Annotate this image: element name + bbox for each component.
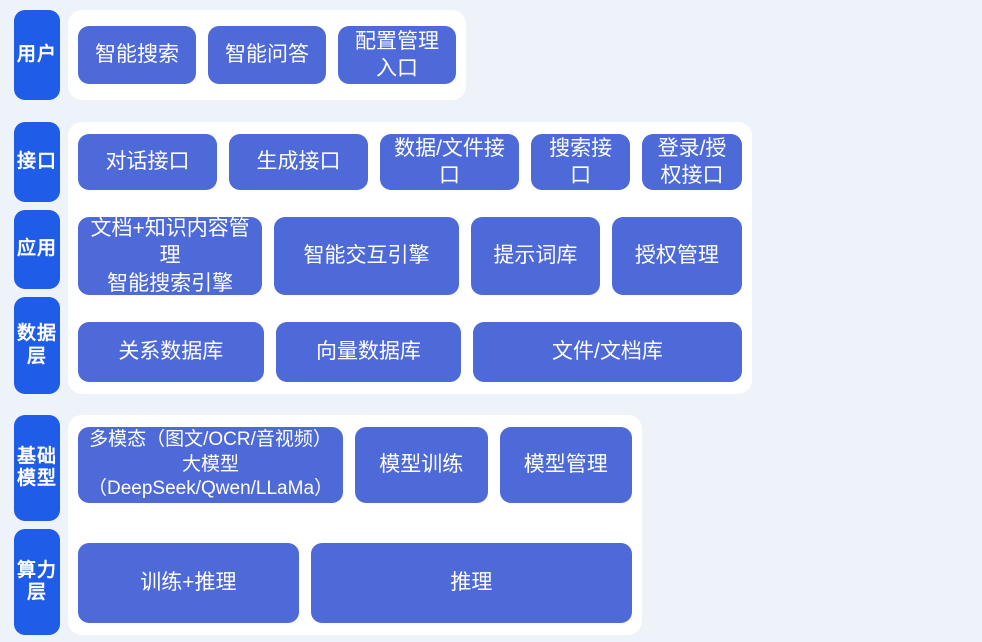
section-user: 用户 智能搜索 智能问答 配置管理入口 <box>0 10 476 100</box>
layer-label-application: 应用 <box>14 209 60 290</box>
node-smart-qa[interactable]: 智能问答 <box>208 26 326 84</box>
section-model-compute: 基础模型 算力层 多模态（图文/OCR/音视频） 大模型（DeepSeek/Qw… <box>0 415 652 635</box>
layer-label-user: 用户 <box>14 10 60 100</box>
node-authorization-management[interactable]: 授权管理 <box>612 217 742 295</box>
section-api-app-data: 接口 应用 数据层 对话接口 生成接口 数据/文件接口 搜索接口 登录/授权接口… <box>0 122 762 394</box>
layer-label-interface: 接口 <box>14 122 60 202</box>
node-vector-database[interactable]: 向量数据库 <box>275 322 462 382</box>
node-doc-knowledge-management[interactable]: 文档+知识内容管理 智能搜索引擎 <box>78 217 263 295</box>
row-data: 关系数据库 向量数据库 文件/文档库 <box>78 322 742 382</box>
row-interface: 对话接口 生成接口 数据/文件接口 搜索接口 登录/授权接口 <box>78 134 742 190</box>
node-login-auth-interface[interactable]: 登录/授权接口 <box>642 134 742 190</box>
node-data-file-interface[interactable]: 数据/文件接口 <box>380 134 519 190</box>
row-compute: 训练+推理 推理 <box>78 543 633 623</box>
node-multimodal-large-model[interactable]: 多模态（图文/OCR/音视频） 大模型（DeepSeek/Qwen/LLaMa） <box>78 427 343 503</box>
card-user: 智能搜索 智能问答 配置管理入口 <box>68 10 466 100</box>
rail-api-app-data: 接口 应用 数据层 <box>0 122 68 394</box>
rail-model-compute: 基础模型 算力层 <box>0 415 68 635</box>
node-model-training[interactable]: 模型训练 <box>355 427 488 503</box>
node-generation-interface[interactable]: 生成接口 <box>229 134 368 190</box>
card-api-app-data: 对话接口 生成接口 数据/文件接口 搜索接口 登录/授权接口 文档+知识内容管理… <box>68 122 752 394</box>
node-inference[interactable]: 推理 <box>310 543 633 623</box>
node-training-plus-inference[interactable]: 训练+推理 <box>78 543 299 623</box>
card-model-compute: 多模态（图文/OCR/音视频） 大模型（DeepSeek/Qwen/LLaMa）… <box>68 415 643 635</box>
node-dialog-interface[interactable]: 对话接口 <box>78 134 217 190</box>
node-smart-search[interactable]: 智能搜索 <box>78 26 196 84</box>
node-search-interface[interactable]: 搜索接口 <box>531 134 631 190</box>
node-config-management-entry[interactable]: 配置管理入口 <box>338 26 456 84</box>
node-smart-interaction-engine[interactable]: 智能交互引擎 <box>274 217 459 295</box>
node-model-management[interactable]: 模型管理 <box>499 427 633 503</box>
node-relational-database[interactable]: 关系数据库 <box>78 322 264 382</box>
node-file-document-store[interactable]: 文件/文档库 <box>473 322 742 382</box>
layer-label-compute: 算力层 <box>14 529 60 635</box>
row-application: 文档+知识内容管理 智能搜索引擎 智能交互引擎 提示词库 授权管理 <box>78 217 742 295</box>
row-user-1: 智能搜索 智能问答 配置管理入口 <box>78 26 456 84</box>
layer-label-foundation-model: 基础模型 <box>14 415 60 521</box>
rail-user: 用户 <box>0 10 68 100</box>
layer-label-data: 数据层 <box>14 297 60 394</box>
node-prompt-library[interactable]: 提示词库 <box>470 217 601 295</box>
row-foundation-model: 多模态（图文/OCR/音视频） 大模型（DeepSeek/Qwen/LLaMa）… <box>78 427 633 503</box>
